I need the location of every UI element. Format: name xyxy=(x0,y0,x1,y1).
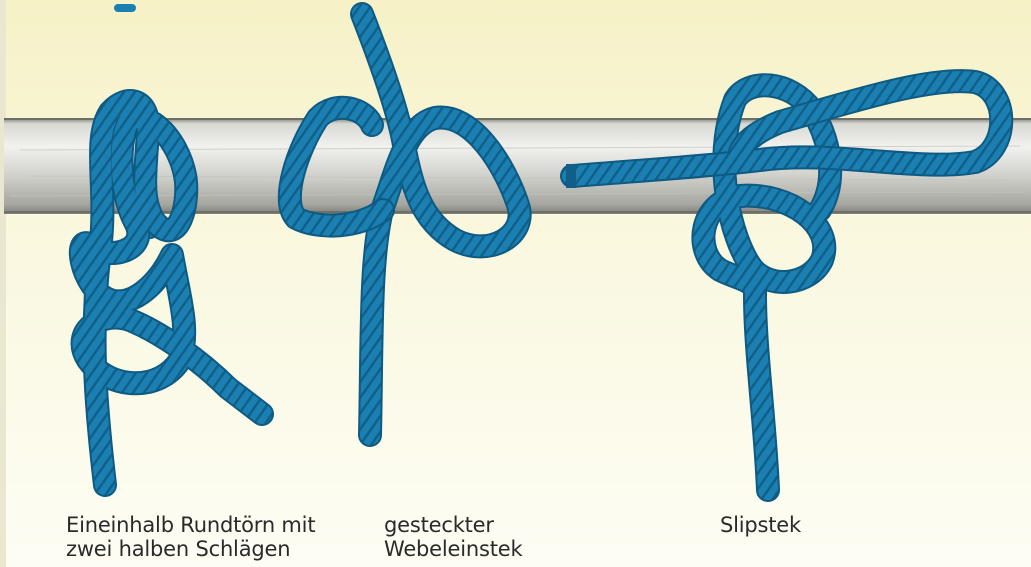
caption-slip-hitch: Slipstek xyxy=(720,513,801,537)
caption-line: Eineinhalb Rundtörn mit xyxy=(66,513,315,537)
caption-round-turn: Eineinhalb Rundtörn mit zwei halben Schl… xyxy=(66,513,315,561)
caption-line: gesteckter xyxy=(384,513,522,537)
caption-line: Webeleinstek xyxy=(384,537,522,561)
left-edge-shadow xyxy=(0,0,6,567)
caption-clove-hitch: gesteckter Webeleinstek xyxy=(384,513,522,561)
caption-line: zwei halben Schlägen xyxy=(66,537,315,561)
caption-line: Slipstek xyxy=(720,513,801,537)
